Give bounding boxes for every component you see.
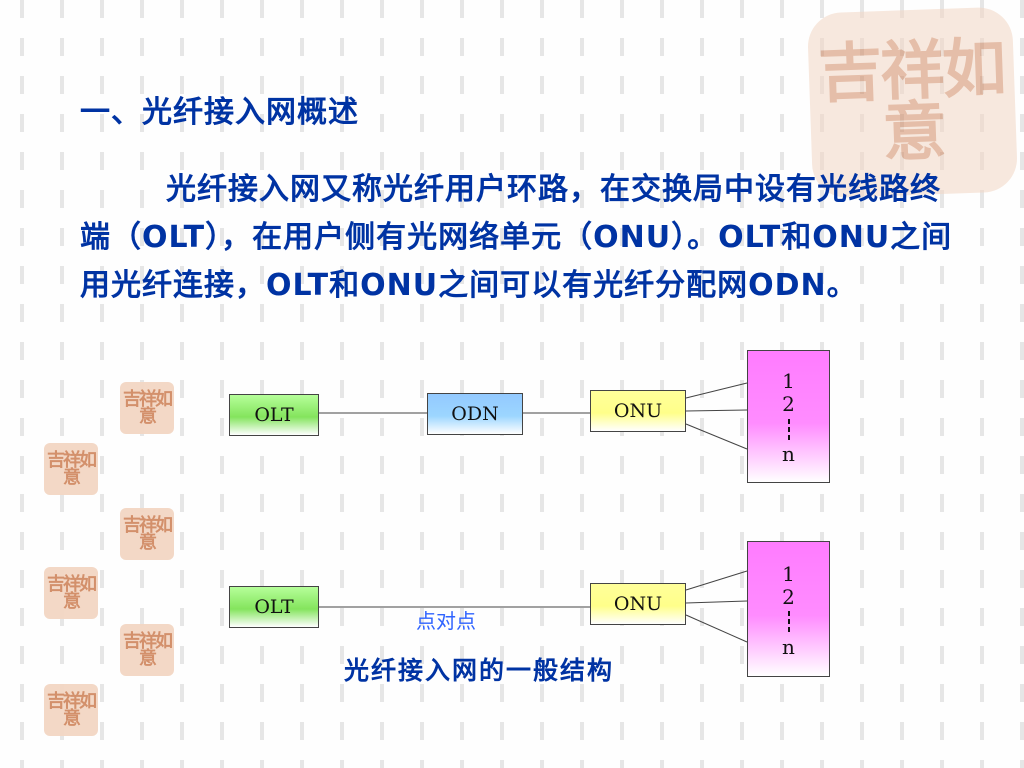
top-terminal-port-1: 1 [782,369,795,393]
diagram-caption: 光纤接入网的一般结构 [344,656,615,685]
bottom-onu-node: ONU [590,583,686,625]
bottom-onu-terminal-link-n [685,614,748,643]
vertical-ellipsis-icon [787,608,790,635]
top-olt-label: OLT [254,403,294,426]
top-odn-label: ODN [451,402,499,425]
decorative-seal-text: 吉祥如意 [123,514,173,553]
bottom-olt-label: OLT [254,595,294,618]
decorative-seal-text: 吉祥如意 [817,30,1006,171]
top-onu-node: ONU [590,390,686,432]
decorative-seal-small-1: 吉祥如意 [120,382,174,434]
ellipsis-dash-icon [787,627,790,632]
decorative-seal-text: 吉祥如意 [47,690,97,729]
decorative-seal-text: 吉祥如意 [123,388,173,427]
bottom-terminal-port-2: 2 [782,584,795,609]
ellipsis-dash-icon [787,426,790,432]
slide-heading: 一、光纤接入网概述 [80,95,359,130]
top-onu-terminal-link-n [685,423,748,450]
decorative-seal-text: 吉祥如意 [123,630,173,669]
top-terminal-port-n: n [782,442,795,466]
vertical-ellipsis-icon [787,416,790,443]
decorative-seal-small-2: 吉祥如意 [44,443,98,495]
top-odn-node: ODN [427,393,523,435]
top-onu-terminal-link-1 [685,382,748,399]
top-user-terminal-group: 1 2 n [747,350,830,483]
ellipsis-dash-icon [787,619,790,624]
bottom-terminal-port-n: n [782,634,795,659]
decorative-seal-text: 吉祥如意 [47,573,97,612]
bottom-user-terminal-group: 1 2 n [747,541,830,677]
top-terminal-port-2: 2 [782,392,795,416]
ellipsis-dash-icon [787,611,790,616]
overview-paragraph: 光纤接入网又称光纤用户环路，在交换局中设有光线路终端（OLT），在用户侧有光网络… [80,172,953,303]
bottom-olt-node: OLT [229,586,319,628]
top-olt-node: OLT [229,394,319,436]
point-to-point-label: 点对点 [416,609,476,633]
ellipsis-dash-icon [787,434,790,440]
ellipsis-dash-icon [787,418,790,424]
top-onu-label: ONU [613,399,663,422]
decorative-seal-small-3: 吉祥如意 [120,508,174,560]
bottom-onu-terminal-link-2 [685,600,748,604]
decorative-seal-small-4: 吉祥如意 [44,567,98,619]
decorative-seal-text: 吉祥如意 [47,449,97,488]
top-onu-terminal-link-2 [685,409,748,412]
bottom-onu-label: ONU [613,592,663,615]
bottom-terminal-port-1: 1 [782,561,795,586]
bottom-onu-terminal-link-1 [685,570,748,591]
decorative-seal-small-5: 吉祥如意 [120,624,174,676]
decorative-seal-small-6: 吉祥如意 [44,684,98,736]
